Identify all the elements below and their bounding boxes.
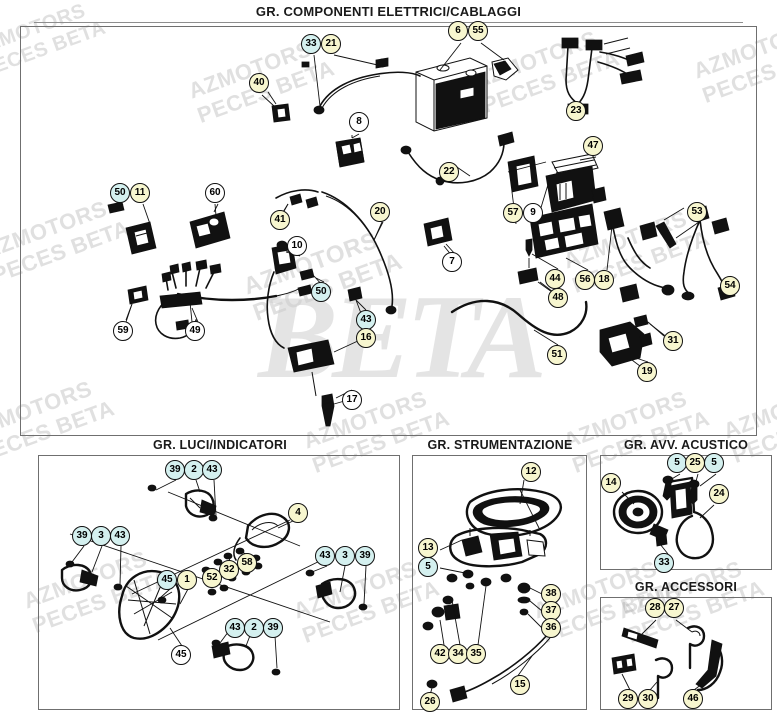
callout-main-7[interactable]: 7 — [442, 252, 462, 272]
callout-lights-39[interactable]: 39 — [165, 460, 185, 480]
callout-main-54[interactable]: 54 — [720, 276, 740, 296]
callout-lights-32[interactable]: 32 — [219, 560, 239, 580]
callout-main-8[interactable]: 8 — [349, 112, 369, 132]
callout-lights-3[interactable]: 3 — [91, 526, 111, 546]
callout-main-6[interactable]: 6 — [448, 21, 468, 41]
instruments-panel-title: GR. STRUMENTAZIONE — [427, 438, 573, 452]
accessories-panel-frame — [600, 597, 772, 710]
callout-lights-3[interactable]: 3 — [335, 546, 355, 566]
callout-accessories-29[interactable]: 29 — [618, 689, 638, 709]
callout-horn-5[interactable]: 5 — [667, 453, 687, 473]
callout-lights-2[interactable]: 2 — [184, 460, 204, 480]
callout-accessories-27[interactable]: 27 — [664, 598, 684, 618]
callout-instruments-13[interactable]: 13 — [418, 538, 438, 558]
callout-main-9[interactable]: 9 — [523, 203, 543, 223]
callout-main-51[interactable]: 51 — [547, 345, 567, 365]
main-panel-frame — [20, 26, 757, 436]
callout-main-10[interactable]: 10 — [287, 236, 307, 256]
callout-instruments-12[interactable]: 12 — [521, 462, 541, 482]
callout-main-57[interactable]: 57 — [503, 203, 523, 223]
callout-main-23[interactable]: 23 — [566, 101, 586, 121]
callout-main-59[interactable]: 59 — [113, 321, 133, 341]
callout-main-17[interactable]: 17 — [342, 390, 362, 410]
callout-main-19[interactable]: 19 — [637, 362, 657, 382]
callout-lights-43[interactable]: 43 — [110, 526, 130, 546]
callout-horn-5[interactable]: 5 — [704, 453, 724, 473]
callout-main-48[interactable]: 48 — [548, 288, 568, 308]
callout-horn-24[interactable]: 24 — [709, 484, 729, 504]
callout-main-44[interactable]: 44 — [545, 269, 565, 289]
horn-panel-frame — [600, 455, 772, 570]
callout-main-60[interactable]: 60 — [205, 183, 225, 203]
callout-main-33[interactable]: 33 — [301, 34, 321, 54]
callout-instruments-42[interactable]: 42 — [430, 644, 450, 664]
callout-instruments-34[interactable]: 34 — [448, 644, 468, 664]
callout-horn-33[interactable]: 33 — [654, 553, 674, 573]
callout-main-11[interactable]: 11 — [130, 183, 150, 203]
callout-lights-58[interactable]: 58 — [237, 553, 257, 573]
title-underline — [34, 22, 743, 23]
callout-lights-4[interactable]: 4 — [288, 503, 308, 523]
callout-main-41[interactable]: 41 — [270, 210, 290, 230]
callout-lights-43[interactable]: 43 — [315, 546, 335, 566]
callout-main-47[interactable]: 47 — [583, 136, 603, 156]
callout-lights-39[interactable]: 39 — [72, 526, 92, 546]
callout-main-18[interactable]: 18 — [594, 270, 614, 290]
callout-instruments-36[interactable]: 36 — [541, 618, 561, 638]
callout-accessories-30[interactable]: 30 — [638, 689, 658, 709]
accessories-panel-title: GR. ACCESSORI — [634, 580, 738, 594]
callout-main-16[interactable]: 16 — [356, 328, 376, 348]
callout-lights-39[interactable]: 39 — [263, 618, 283, 638]
lights-panel-title: GR. LUCI/INDICATORI — [153, 438, 287, 452]
callout-main-50[interactable]: 50 — [110, 183, 130, 203]
callout-main-55[interactable]: 55 — [468, 21, 488, 41]
callout-lights-45[interactable]: 45 — [171, 645, 191, 665]
callout-main-53[interactable]: 53 — [687, 202, 707, 222]
horn-panel-title: GR. AVV. ACUSTICO — [623, 438, 749, 452]
instruments-panel-frame — [412, 455, 587, 710]
callout-instruments-15[interactable]: 15 — [510, 675, 530, 695]
lights-panel-frame — [38, 455, 400, 710]
callout-instruments-35[interactable]: 35 — [466, 644, 486, 664]
callout-lights-1[interactable]: 1 — [177, 570, 197, 590]
callout-accessories-28[interactable]: 28 — [645, 598, 665, 618]
callout-main-56[interactable]: 56 — [575, 270, 595, 290]
callout-main-50[interactable]: 50 — [311, 282, 331, 302]
callout-lights-45[interactable]: 45 — [157, 570, 177, 590]
callout-horn-14[interactable]: 14 — [601, 473, 621, 493]
callout-instruments-26[interactable]: 26 — [420, 692, 440, 712]
callout-lights-43[interactable]: 43 — [202, 460, 222, 480]
callout-accessories-46[interactable]: 46 — [683, 689, 703, 709]
callout-main-43[interactable]: 43 — [356, 310, 376, 330]
callout-main-49[interactable]: 49 — [185, 321, 205, 341]
callout-main-20[interactable]: 20 — [370, 202, 390, 222]
callout-horn-25[interactable]: 25 — [685, 453, 705, 473]
callout-main-22[interactable]: 22 — [439, 162, 459, 182]
main-panel-title: GR. COMPONENTI ELETTRICI/CABLAGGI — [255, 4, 522, 19]
callout-main-40[interactable]: 40 — [249, 73, 269, 93]
callout-lights-43[interactable]: 43 — [225, 618, 245, 638]
callout-lights-2[interactable]: 2 — [244, 618, 264, 638]
callout-lights-39[interactable]: 39 — [355, 546, 375, 566]
callout-main-31[interactable]: 31 — [663, 331, 683, 351]
callout-instruments-5[interactable]: 5 — [418, 557, 438, 577]
callout-main-21[interactable]: 21 — [321, 34, 341, 54]
